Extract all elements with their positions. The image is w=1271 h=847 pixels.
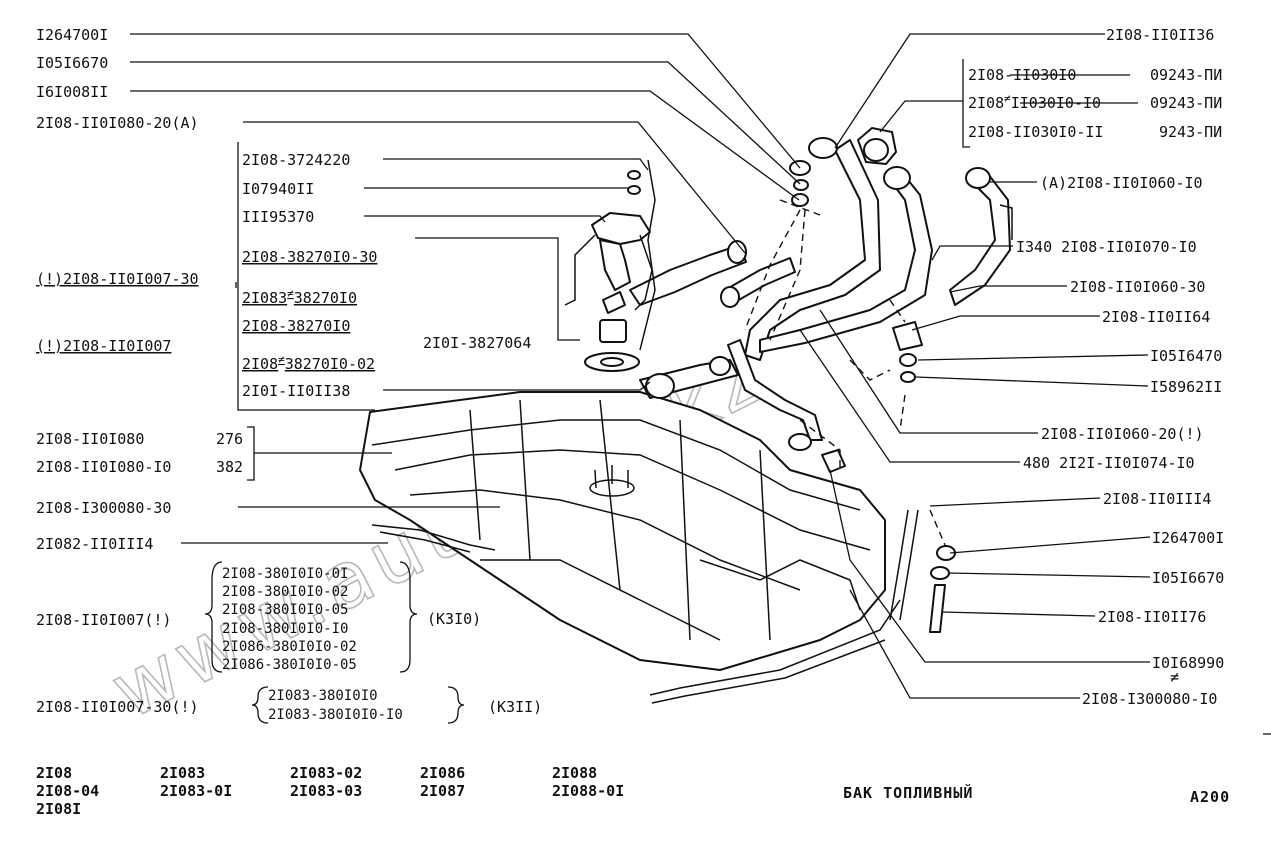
label-2i08-38270i0-02: 2I08≠38270I0-02 [242,353,375,373]
brace-group-1: 2I08-II0I007(!) 2I08-380I0I0-0I 2I08-380… [36,566,481,673]
brace1-item: 2I086-380I0I0-02 [222,639,357,655]
label-2i0i-ii0ii38: 2I0I-II0II38 [242,382,350,400]
footer: 2I08 2I08-04 2I08I 2I083 2I083-0I 2I083-… [36,764,1230,818]
fuel-pump-assembly [564,159,656,372]
cap-num: 09243-ПИ [1150,66,1222,84]
svg-text:2I08I: 2I08I [36,800,81,818]
cap-num: 9243-ПИ [1159,123,1222,141]
label-2i08-38270i0-30: 2I08-38270I0-30 [242,248,377,266]
label-i264700i: I264700I [36,26,108,44]
assembly-lines [744,199,946,546]
diagram-caption: БАК ТОПЛИВНЫЙ [843,783,973,802]
model-column: 2I083 2I083-0I [160,764,232,800]
label-480-2i2i-ii0i074-i0: 480 2I2I-II0I074-I0 [1023,454,1195,472]
model-column: 2I086 2I087 [420,764,465,800]
cap-code: 2I08≠II030I0-I0 [968,92,1101,112]
brace2-prefix: 2I08-II0I007-30(!) [36,698,199,716]
brace2-note: (КЗII) [488,698,542,716]
cap-code: 2I08-II030I0-II [968,123,1103,141]
brace1-note: (КЗI0) [427,610,481,628]
tank-strap-left [371,524,496,551]
svg-text:2I08: 2I08 [36,764,72,782]
left-labels: I264700I I05I6670 I6I008II 2I08-II0I080-… [36,26,199,132]
label-i05i6470: I05I6470 [1150,347,1222,365]
label-iii95370: III95370 [242,208,314,226]
label-2i08-i300080-30: 2I08-I300080-30 [36,499,171,517]
left-lower-labels: 2I08-II0I080 276 2I08-II0I080-I0 382 2I0… [36,430,243,553]
right-labels: 2I08-II0II36 (A)2I08-II0I060-I0 I340 2I0… [1016,26,1224,708]
svg-text:2I083-02: 2I083-02 [290,764,362,782]
label-2i0i-3827064: 2I0I-3827064 [423,334,531,352]
brace1-prefix: 2I08-II0I007(!) [36,611,171,629]
brace1-item: 2I08-380I0I0-02 [222,584,348,600]
brace2-item: 2I083-380I0I0 [268,688,378,704]
label-2i08-3724220: 2I08-3724220 [242,151,350,169]
label-2i08-ii0ii76: 2I08-II0II76 [1098,608,1206,626]
label-tank-variant: (!)2I08-II0I007 [36,337,171,355]
tank-strap-bottom [649,599,901,696]
svg-text:2I087: 2I087 [420,782,465,800]
leader-lines [130,33,1271,735]
model-column: 2I083-02 2I083-03 [290,764,362,800]
cap-num: 09243-ПИ [1150,94,1222,112]
brace1-item: 2I086-380I0I0-05 [222,657,357,673]
label-i05i6670: I05I6670 [36,54,108,72]
label-i05i6670-right: I05I6670 [1152,569,1224,587]
fuel-tank-illustration [359,356,919,704]
svg-text:2I083-03: 2I083-03 [290,782,362,800]
svg-text:2I083: 2I083 [160,764,205,782]
fuel-tank-body [359,391,886,671]
brace1-item: 2I08-380I0I0-I0 [222,621,348,637]
label-i264700i-right: I264700I [1152,529,1224,547]
label-2i08-i300080-i0: 2I08-I300080-I0 [1082,690,1217,708]
svg-text:2I088-0I: 2I088-0I [552,782,624,800]
label-2i08-38270i0: 2I08-38270I0 [242,317,350,335]
svg-text:2I088: 2I088 [552,764,597,782]
svg-text:2I083-0I: 2I083-0I [160,782,232,800]
label-2i082-ii0iii4: 2I082-II0III4 [36,535,153,553]
model-column: 2I08 2I08-04 2I08I [36,764,99,818]
label-2i08-ii0ii36: 2I08-II0II36 [1106,26,1214,44]
model-column: 2I088 2I088-0I [552,764,624,800]
page-code: A200 [1190,788,1230,806]
label-2i08-ii0i080-20a: 2I08-II0I080-20(A) [36,114,199,132]
label-2i08-ii0i080: 2I08-II0I080 [36,430,144,448]
brace1-item: 2I08-380I0I0-05 [222,602,348,618]
group-box-labels: 2I08-3724220 I07940II III95370 2I08-3827… [242,151,531,400]
label-2i083-38270i0: 2I083≠38270I0 [242,287,357,307]
label-a-2i08-ii0i060-i0: (A)2I08-II0I060-I0 [1040,174,1203,192]
filler-pipes [629,127,1013,633]
label-2i08-ii0iii4: 2I08-II0III4 [1103,490,1211,508]
svg-text:2I086: 2I086 [420,764,465,782]
label-2i08-ii0i060-30: 2I08-II0I060-30 [1070,278,1205,296]
svg-text:2I08-04: 2I08-04 [36,782,99,800]
label-i58962ii: I58962II [1150,378,1222,396]
label-i6i008ii: I6I008II [36,83,108,101]
label-2i08-ii0ii64: 2I08-II0II64 [1102,308,1210,326]
label-i07940ii: I07940II [242,180,314,198]
label-suffix-276: 276 [216,430,243,448]
brace-group-2: 2I08-II0I007-30(!) 2I083-380I0I0 2I083-3… [36,688,542,723]
label-2i08-ii0i060-20: 2I08-II0I060-20(!) [1041,425,1204,443]
mark-not-equal: ≠ [1170,668,1179,686]
label-i340-2i08-ii0i070-i0: I340 2I08-II0I070-I0 [1016,238,1197,256]
label-2i08-ii0i080-i0: 2I08-II0I080-I0 [36,458,171,476]
label-tank-variant-30: (!)2I08-II0I007-30 [36,270,199,288]
cap-group-labels: 2I08-II030I0 09243-ПИ 2I08≠II030I0-I0 09… [968,66,1222,141]
label-i0i68990: I0I68990 [1152,654,1224,672]
label-suffix-382: 382 [216,458,243,476]
brace2-item: 2I083-380I0I0-I0 [268,707,403,723]
brace1-item: 2I08-380I0I0-0I [222,566,348,582]
tank-variant-labels: (!)2I08-II0I007-30 (!)2I08-II0I007 [36,270,199,355]
